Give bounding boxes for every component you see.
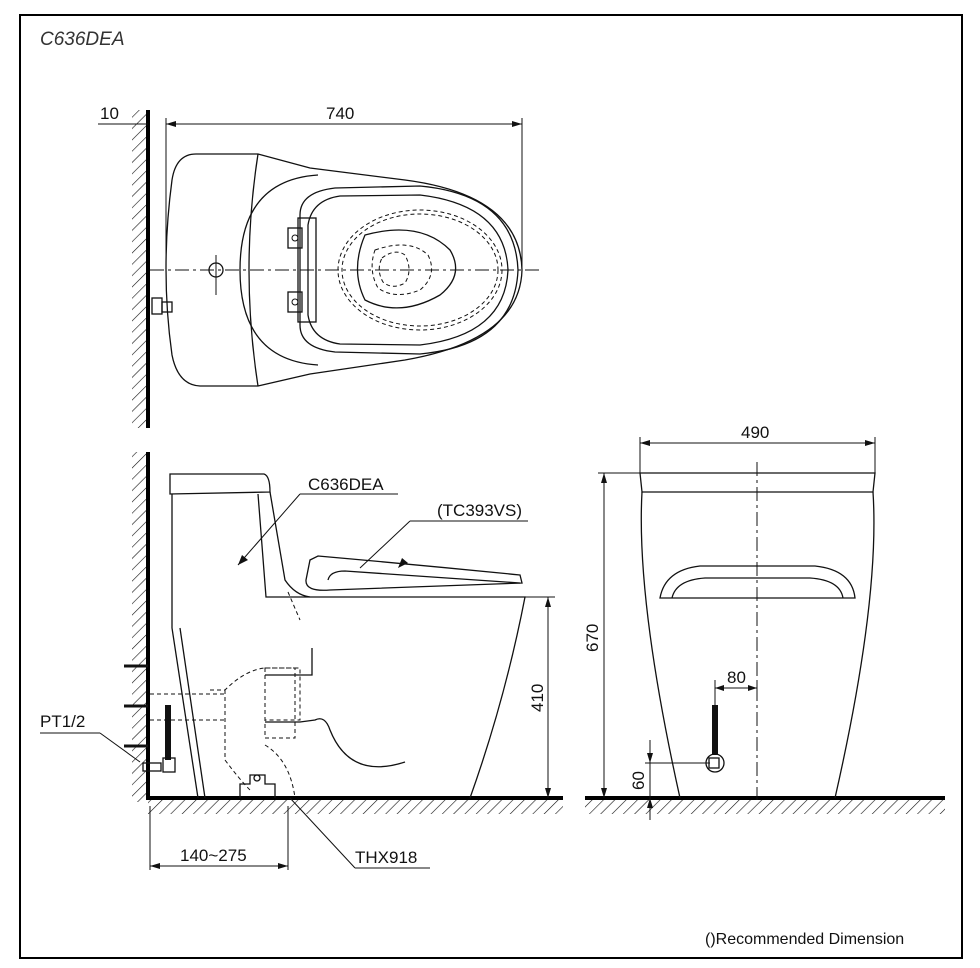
dim-rough-in: 140~275 [180,846,247,865]
top-view: 10 740 [98,104,540,428]
model-label: C636DEA [308,475,384,494]
dim-supply-offset: 80 [727,668,746,687]
supply-label: PT1/2 [40,712,85,731]
drawing-frame [19,14,963,959]
dim-wall-offset: 10 [100,104,119,123]
front-view: 490 670 80 60 [583,423,945,820]
dim-width: 490 [741,423,769,442]
dim-height: 670 [583,624,602,652]
flange-label: THX918 [355,848,417,867]
footer-note: ()Recommended Dimension [705,931,904,948]
drawing-title: C636DEA [40,29,125,50]
dim-length: 740 [326,104,354,123]
side-view: C636DEA (TC393VS) PT1/2 THX918 410 140~2… [40,452,563,870]
dim-seat-height: 410 [528,684,547,712]
seat-label: (TC393VS) [437,501,522,520]
dim-supply-height: 60 [629,771,648,790]
